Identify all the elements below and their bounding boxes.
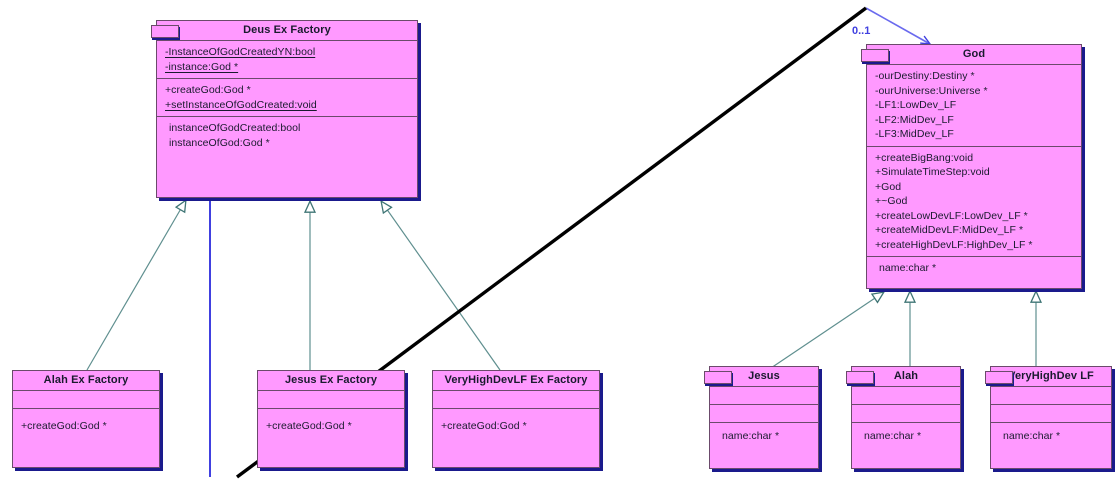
operation-row: +createLowDevLF:LowDev_LF * xyxy=(875,209,1028,222)
operation-row: +createMidDevLF:MidDev_LF * xyxy=(875,224,1024,236)
attributes-compartment-veryhighdevlf-ex-factory xyxy=(433,390,599,408)
class-tab-icon xyxy=(861,49,889,62)
attribute-row: -ourDestiny:Destiny * xyxy=(875,70,975,82)
class-box-jesus-ex-factory[interactable]: Jesus Ex Factory +createGod:God * xyxy=(257,370,405,468)
extra-row: name:char * xyxy=(879,262,937,274)
class-tab-icon xyxy=(704,371,732,384)
class-box-jesus[interactable]: Jesus name:char * xyxy=(704,366,819,469)
operations-compartment-god: +createBigBang:void +SimulateTimeStep:vo… xyxy=(867,145,1081,257)
extra-compartment-god: name:char * xyxy=(867,256,1081,280)
extra-row: name:char * xyxy=(1003,430,1061,442)
class-title-alah: Alah xyxy=(893,370,919,382)
extra-row: name:char * xyxy=(722,430,780,442)
class-box-veryhighdev-lf[interactable]: VeryHighDev LF name:char * xyxy=(985,366,1112,469)
extra-row: name:char * xyxy=(864,430,922,442)
operation-row: +God xyxy=(875,180,902,193)
operation-row: +createGod:God * xyxy=(441,420,527,432)
association-arrow-to-god xyxy=(865,7,932,45)
extra-compartment-deus-ex-factory: instanceOfGodCreated:bool instanceOfGod:… xyxy=(157,116,417,154)
attributes-compartment-jesus xyxy=(710,386,818,404)
class-title-jesus-ex-factory: Jesus Ex Factory xyxy=(284,374,378,386)
class-box-deus-ex-factory[interactable]: Deus Ex Factory -InstanceOfGodCreatedYN:… xyxy=(151,20,418,198)
operation-row: +createGod:God * xyxy=(21,420,107,432)
generalization-alahexfactory-to-deusexfactory xyxy=(86,198,187,371)
attributes-compartment-veryhighdev-lf xyxy=(991,386,1111,404)
attribute-row: -LF2:MidDev_LF xyxy=(875,113,954,126)
class-title-god: God xyxy=(962,48,986,60)
class-box-alah[interactable]: Alah name:char * xyxy=(846,366,961,469)
class-title-veryhighdev-lf: VeryHighDev LF xyxy=(1008,370,1094,382)
operation-row: +createGod:God * xyxy=(165,84,251,96)
operation-row: +createBigBang:void xyxy=(875,151,974,164)
extra-compartment-jesus: name:char * xyxy=(710,422,818,448)
class-box-god[interactable]: God -ourDestiny:Destiny * -ourUniverse:U… xyxy=(861,44,1082,289)
class-tab-icon xyxy=(151,25,179,38)
multiplicity-label-0-1: 0..1 xyxy=(852,25,871,37)
operations-compartment-veryhighdev-lf xyxy=(991,404,1111,422)
attributes-compartment-deus-ex-factory: -InstanceOfGodCreatedYN:bool -instance:G… xyxy=(157,40,417,78)
operation-row: +createGod:God * xyxy=(266,420,352,432)
class-box-alah-ex-factory[interactable]: Alah Ex Factory +createGod:God * xyxy=(12,370,160,468)
generalization-veryhighdevlfexfactory-to-deusexfactory xyxy=(380,199,501,371)
extra-compartment-veryhighdev-lf: name:char * xyxy=(991,422,1111,448)
extra-row: instanceOfGodCreated:bool xyxy=(169,122,301,134)
attributes-compartment-god: -ourDestiny:Destiny * -ourUniverse:Unive… xyxy=(867,64,1081,146)
attribute-row: -InstanceOfGodCreatedYN:bool xyxy=(165,46,316,58)
operation-row: +setInstanceOfGodCreated:void xyxy=(165,98,317,111)
attributes-compartment-alah-ex-factory xyxy=(13,390,159,408)
class-title-deus-ex-factory: Deus Ex Factory xyxy=(243,24,331,36)
class-tab-icon xyxy=(846,371,874,384)
operations-compartment-jesus-ex-factory: +createGod:God * xyxy=(258,408,404,438)
operations-compartment-veryhighdevlf-ex-factory: +createGod:God * xyxy=(433,408,599,438)
attribute-row: -LF3:MidDev_LF xyxy=(875,128,954,140)
attribute-row: -LF1:LowDev_LF xyxy=(875,99,957,111)
extra-compartment-alah: name:char * xyxy=(852,422,960,448)
attributes-compartment-jesus-ex-factory xyxy=(258,390,404,408)
class-tab-icon xyxy=(985,371,1013,384)
operations-compartment-alah xyxy=(852,404,960,422)
attribute-row: -ourUniverse:Universe * xyxy=(875,84,988,97)
operation-row: +SimulateTimeStep:void xyxy=(875,166,990,178)
class-title-alah-ex-factory: Alah Ex Factory xyxy=(43,374,129,386)
generalization-jesus-to-god xyxy=(767,291,886,371)
operation-row: +~God xyxy=(875,195,908,207)
attributes-compartment-alah xyxy=(852,386,960,404)
operations-compartment-jesus xyxy=(710,404,818,422)
class-title-veryhighdevlf-ex-factory: VeryHighDevLF Ex Factory xyxy=(444,374,588,386)
operations-compartment-alah-ex-factory: +createGod:God * xyxy=(13,408,159,438)
operations-compartment-deus-ex-factory: +createGod:God * +setInstanceOfGodCreate… xyxy=(157,78,417,116)
operation-row: +createHighDevLF:HighDev_LF * xyxy=(875,238,1033,251)
class-box-veryhighdevlf-ex-factory[interactable]: VeryHighDevLF Ex Factory +createGod:God … xyxy=(432,370,600,468)
extra-row: instanceOfGod:God * xyxy=(169,136,270,149)
attribute-row: -instance:God * xyxy=(165,60,239,73)
